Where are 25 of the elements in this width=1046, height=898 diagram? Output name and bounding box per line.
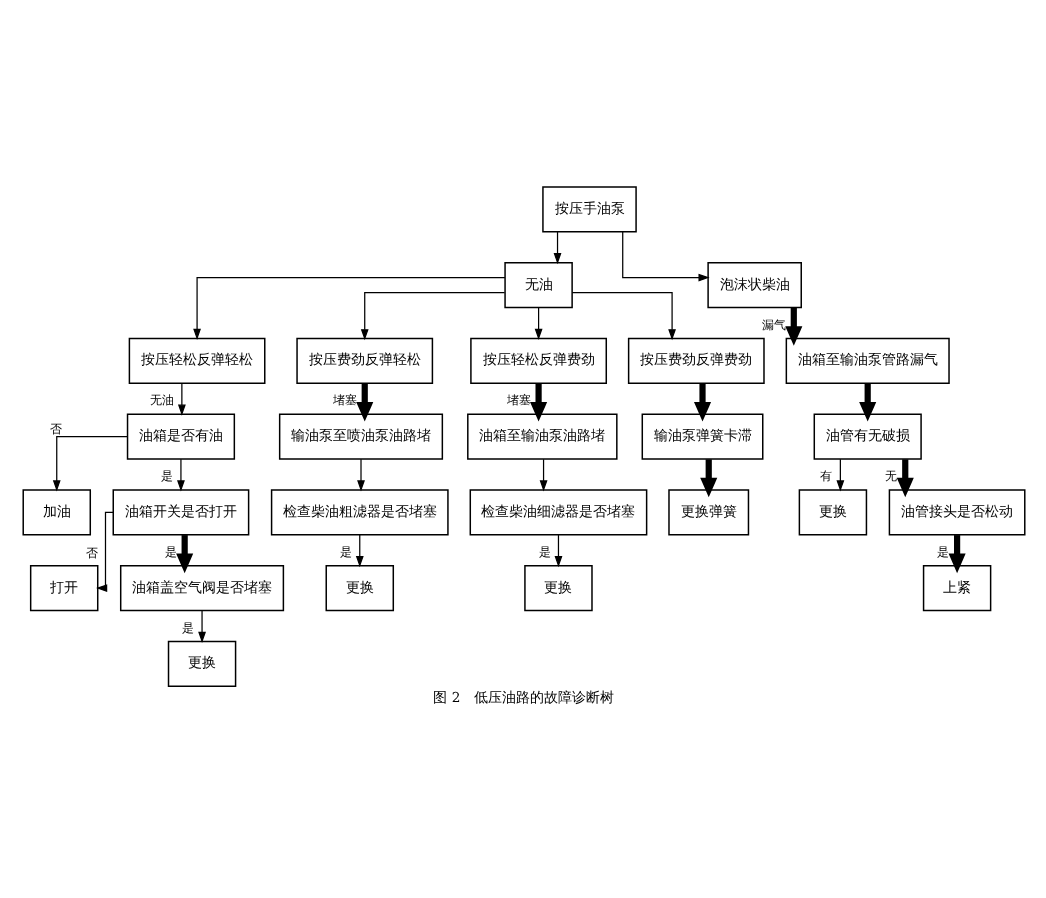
arrow (529, 383, 547, 422)
arrow (355, 383, 373, 422)
arrow (533, 307, 542, 340)
arrow (192, 277, 505, 340)
arrow (552, 231, 561, 265)
arrow (699, 459, 717, 498)
arrow (359, 291, 505, 341)
arrow (784, 307, 802, 346)
arrow (176, 382, 185, 416)
arrow (858, 383, 876, 422)
arrow (175, 535, 193, 574)
arrow (692, 383, 711, 422)
arrow (356, 458, 364, 492)
arrow (835, 458, 844, 492)
arrow (538, 458, 547, 492)
arrow (570, 291, 675, 341)
arrow (354, 534, 363, 568)
arrow (947, 535, 965, 574)
arrow (176, 458, 184, 492)
arrow (621, 231, 709, 282)
arrow (553, 534, 562, 568)
arrow (95, 511, 113, 592)
arrow (197, 610, 205, 643)
arrow (51, 435, 127, 492)
arrow (895, 459, 913, 498)
